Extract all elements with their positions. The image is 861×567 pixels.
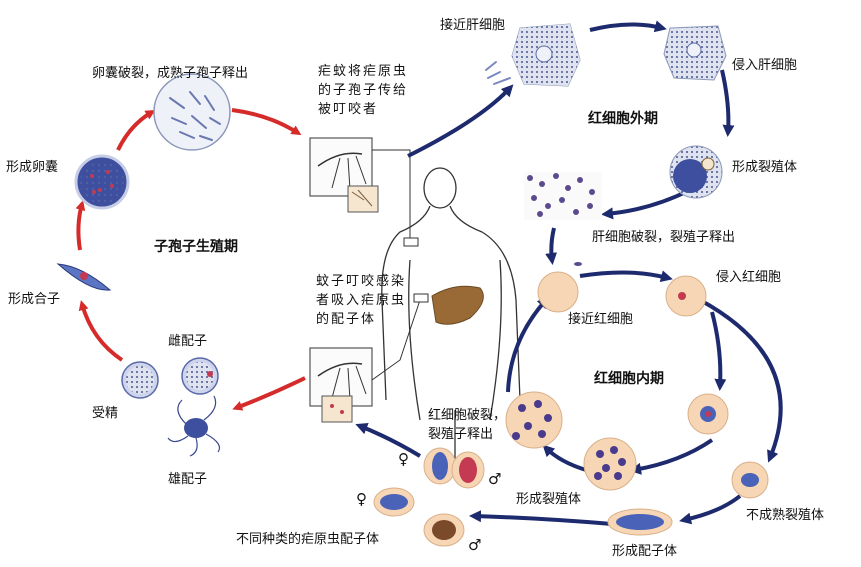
connector-lines bbox=[371, 149, 429, 381]
rbc-gametocyte bbox=[607, 508, 673, 536]
rbc-approach bbox=[537, 262, 582, 313]
male-symbol-1: ♂ bbox=[488, 470, 502, 488]
label-rbc-rupture: 红细胞破裂，裂殖子释出 bbox=[428, 408, 507, 442]
label-approach-liver: 接近肝细胞 bbox=[440, 18, 506, 33]
label-zygote-form: 形成合子 bbox=[8, 292, 61, 307]
label-erythrocytic: 红细胞内期 bbox=[594, 371, 664, 387]
label-fertilization: 受精 bbox=[92, 406, 119, 421]
label-gametocyte-form: 形成配子体 bbox=[612, 544, 678, 559]
mosquito-inset-top bbox=[309, 137, 379, 213]
label-oocyst-form: 形成卵囊 bbox=[6, 160, 59, 175]
liver-schizont-cell bbox=[669, 145, 723, 199]
label-approach-rbc: 接近红细胞 bbox=[568, 312, 634, 327]
label-sporogony: 子孢子生殖期 bbox=[154, 239, 238, 255]
label-oocyst-rupture: 卵囊破裂，成熟子孢子释出 bbox=[92, 66, 249, 81]
label-gametocyte-types: 不同种类的疟原虫配子体 bbox=[236, 532, 380, 547]
liver-rupture-cell bbox=[524, 172, 602, 220]
female-symbol-2: ♀ bbox=[356, 490, 367, 508]
label-schizont-rbc: 形成裂殖体 bbox=[516, 492, 582, 507]
gametocyte-types bbox=[373, 447, 485, 547]
human-body-outline bbox=[381, 167, 521, 470]
liver-shape bbox=[431, 285, 484, 325]
label-liver-rupture: 肝细胞破裂，裂殖子释出 bbox=[592, 230, 736, 245]
liver-cell-invade bbox=[663, 25, 727, 81]
mosquito-inset-bottom bbox=[309, 347, 373, 423]
oocyst-cell bbox=[74, 154, 130, 210]
label-exo-erythrocytic: 红细胞外期 bbox=[588, 111, 658, 127]
fertilization-cell bbox=[121, 361, 159, 399]
rbc-immature-schizont bbox=[731, 461, 769, 499]
label-invade-rbc: 侵入红细胞 bbox=[716, 270, 782, 285]
label-schizont-liver: 形成裂殖体 bbox=[732, 160, 798, 175]
label-mosquito-inject: 疟蚊将疟原虫的子孢子传给被叮咬者 bbox=[318, 64, 409, 117]
label-immature-schizont: 不成熟裂殖体 bbox=[746, 508, 825, 523]
human-cycle-arrows bbox=[355, 20, 783, 526]
zygote-cell bbox=[56, 263, 112, 291]
rbc-schizont bbox=[583, 437, 637, 491]
label-male-gamete: 雄配子 bbox=[168, 472, 208, 487]
female-gamete-cell bbox=[181, 357, 219, 395]
sporogony-arrows bbox=[75, 108, 306, 411]
label-invade-liver: 侵入肝细胞 bbox=[732, 58, 798, 73]
label-female-gamete: 雌配子 bbox=[168, 334, 208, 349]
oocyst-rupture-cell bbox=[153, 73, 231, 151]
male-symbol-2: ♂ bbox=[468, 536, 482, 554]
male-gamete-cell bbox=[167, 395, 221, 457]
rbc-rupture bbox=[505, 391, 563, 449]
sporozoites bbox=[485, 61, 511, 85]
label-mosquito-ingest: 蚊子叮咬感染者吸入疟原虫的配子体 bbox=[316, 274, 407, 327]
rbc-ring bbox=[687, 393, 729, 435]
rbc-invade bbox=[665, 275, 707, 317]
female-symbol-1: ♀ bbox=[398, 450, 409, 468]
liver-cell-approach bbox=[511, 23, 581, 87]
